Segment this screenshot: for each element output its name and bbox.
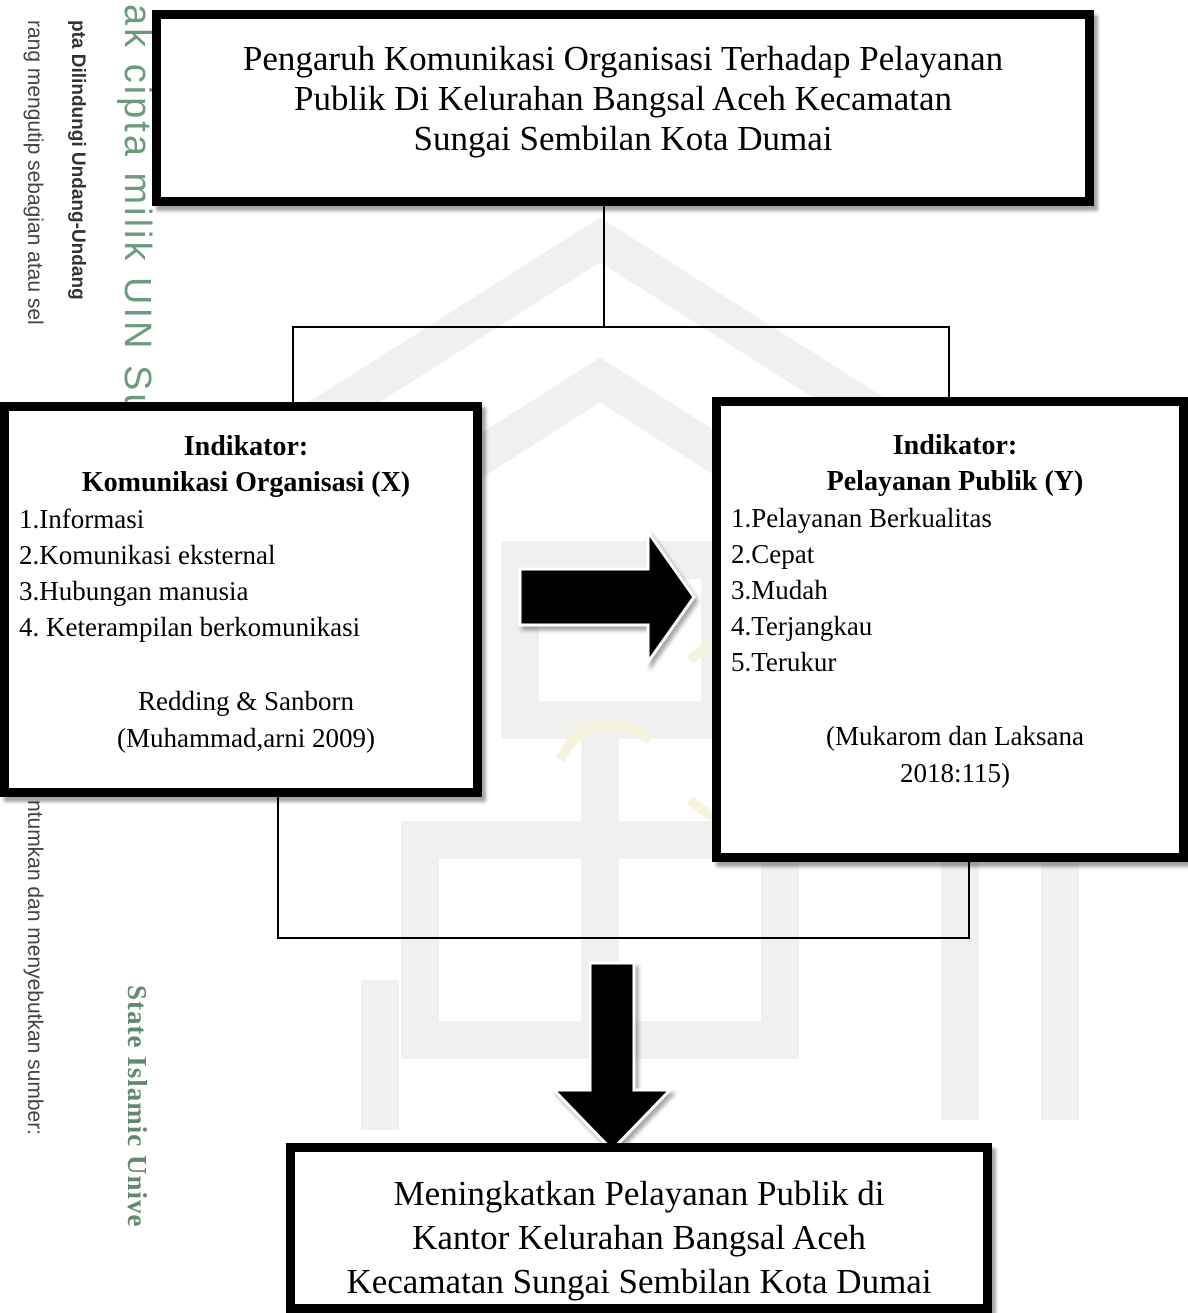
- box-y-source: 2018:115): [900, 758, 1010, 788]
- box-x-source: (Muhammad,arni 2009): [117, 723, 375, 753]
- box-x-item: 3.Hubungan manusia: [19, 576, 249, 606]
- box-y-item: 2.Cepat: [731, 539, 815, 569]
- box-y-heading-1: Indikator:: [892, 430, 1018, 461]
- box-y-item: 1.Pelayanan Berkualitas: [731, 503, 992, 533]
- indicator-y-box: Indikator: Pelayanan Publik (Y) 1.Pelaya…: [712, 397, 1188, 862]
- box-x-item: 4. Keterampilan berkomunikasi: [19, 612, 361, 642]
- title-line: Publik Di Kelurahan Bangsal Aceh Kecamat…: [294, 79, 952, 118]
- connector-branch: [292, 326, 950, 402]
- indicator-x-box: Indikator: Komunikasi Organisasi (X) 1.I…: [0, 402, 482, 797]
- box-y-item: 3.Mudah: [731, 575, 828, 605]
- connector-merge: [277, 797, 970, 939]
- output-line: Kantor Kelurahan Bangsal Aceh: [412, 1218, 866, 1257]
- box-x-item: 1.Informasi: [19, 504, 145, 534]
- title-box: Pengaruh Komunikasi Organisasi Terhadap …: [152, 10, 1094, 206]
- box-y-heading-2: Pelayanan Publik (Y): [826, 466, 1084, 497]
- down-arrow: [550, 961, 674, 1153]
- box-y-item: 5.Terukur: [731, 647, 837, 677]
- box-x-heading-1: Indikator:: [183, 431, 309, 462]
- right-arrow: [518, 527, 696, 667]
- output-box: Meningkatkan Pelayanan Publik di Kantor …: [286, 1143, 992, 1313]
- title-line: Pengaruh Komunikasi Organisasi Terhadap …: [242, 39, 1004, 78]
- box-y-item: 4.Terjangkau: [731, 611, 873, 641]
- box-x-heading-2: Komunikasi Organisasi (X): [81, 467, 411, 498]
- box-y-source: (Mukarom dan Laksana: [826, 721, 1084, 751]
- output-line: Kecamatan Sungai Sembilan Kota Dumai: [346, 1262, 932, 1301]
- output-line: Meningkatkan Pelayanan Publik di: [393, 1174, 885, 1213]
- title-line: Sungai Sembilan Kota Dumai: [413, 119, 833, 158]
- box-x-item: 2.Komunikasi eksternal: [19, 540, 276, 570]
- box-x-source: Redding & Sanborn: [138, 686, 354, 716]
